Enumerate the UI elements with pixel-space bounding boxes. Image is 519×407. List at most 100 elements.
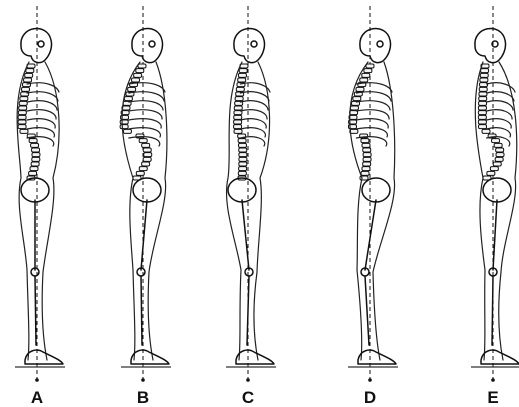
- body-outline-front: [499, 62, 517, 360]
- vertebra: [362, 73, 370, 77]
- vertebra: [238, 143, 246, 147]
- vertebra: [132, 78, 140, 82]
- foot: [481, 350, 519, 364]
- vertebra: [239, 157, 247, 161]
- vertebra: [238, 139, 246, 143]
- femur: [141, 200, 147, 270]
- vertebra: [136, 171, 144, 175]
- eye-socket: [38, 41, 44, 47]
- spine: [478, 64, 504, 180]
- vertebra: [480, 83, 488, 87]
- eye-socket: [149, 41, 155, 47]
- tibia: [365, 276, 369, 345]
- vertebra: [480, 78, 488, 82]
- body-outline-front: [148, 62, 167, 360]
- vertebra: [490, 167, 498, 171]
- vertebra: [362, 167, 370, 171]
- foot: [131, 350, 169, 364]
- rib: [356, 110, 389, 119]
- vertebra: [18, 125, 26, 129]
- foot: [25, 350, 63, 364]
- vertebra: [22, 87, 30, 91]
- foot: [358, 350, 396, 364]
- pelvis: [228, 178, 256, 202]
- vertebra: [239, 162, 247, 166]
- figure-c: C: [226, 6, 276, 407]
- vertebra: [235, 97, 243, 101]
- vertebra: [493, 162, 501, 166]
- vertebra: [236, 87, 244, 91]
- skull: [360, 29, 391, 63]
- rib: [129, 110, 162, 119]
- vertebra: [350, 106, 358, 110]
- vertebra: [29, 139, 37, 143]
- femur: [493, 200, 497, 270]
- vertebra: [25, 73, 33, 77]
- vertebra: [496, 148, 504, 152]
- vertebra: [138, 64, 146, 68]
- vertebra: [238, 171, 246, 175]
- vertebra: [363, 157, 371, 161]
- vertebra: [479, 125, 487, 129]
- vertebra: [18, 115, 26, 119]
- vertebra: [361, 171, 369, 175]
- vertebra: [32, 157, 40, 161]
- rib: [487, 119, 512, 128]
- figure-label: E: [487, 388, 498, 407]
- vertebra: [19, 106, 27, 110]
- vertebra: [18, 120, 26, 124]
- vertebra: [239, 148, 247, 152]
- vertebra: [30, 167, 38, 171]
- vertebra: [18, 111, 26, 115]
- vertebra: [26, 69, 34, 73]
- tibia: [247, 276, 249, 345]
- vertebra: [120, 120, 128, 124]
- skull: [475, 29, 506, 63]
- vertebra: [128, 87, 136, 91]
- vertebra: [356, 87, 364, 91]
- rib: [27, 110, 56, 119]
- vertebra: [136, 69, 144, 73]
- vertebra: [120, 125, 128, 129]
- spine: [120, 64, 152, 180]
- vertebra: [366, 64, 374, 68]
- vertebra: [234, 115, 242, 119]
- figure-label: D: [364, 388, 376, 407]
- pelvis: [133, 178, 161, 202]
- plumb-marker: [141, 378, 145, 382]
- figure-d: D: [348, 6, 398, 407]
- figure-e: E: [471, 6, 519, 407]
- vertebra: [20, 97, 28, 101]
- vertebra: [142, 162, 150, 166]
- vertebra: [143, 148, 151, 152]
- figure-label: A: [31, 388, 43, 407]
- vertebra: [492, 139, 500, 143]
- body-outline-front: [373, 62, 395, 360]
- vertebra: [143, 157, 151, 161]
- vertebra: [478, 106, 486, 110]
- vertebra: [362, 143, 370, 147]
- plumb-marker: [491, 378, 495, 382]
- vertebra: [32, 153, 40, 157]
- vertebra: [479, 101, 487, 105]
- rib: [487, 101, 513, 110]
- tibia: [141, 276, 142, 345]
- figure-label: C: [242, 388, 254, 407]
- skull: [234, 29, 265, 63]
- vertebra: [361, 139, 369, 143]
- vertebra: [363, 148, 371, 152]
- vertebra: [482, 129, 490, 133]
- vertebra: [31, 143, 39, 147]
- rib: [129, 101, 163, 110]
- vertebra: [239, 153, 247, 157]
- vertebra: [139, 167, 147, 171]
- vertebra: [495, 157, 503, 161]
- skull: [21, 29, 52, 63]
- vertebra: [363, 162, 371, 166]
- vertebra: [360, 78, 368, 82]
- vertebra: [32, 148, 40, 152]
- vertebra: [353, 97, 361, 101]
- vertebra: [481, 69, 489, 73]
- vertebra: [480, 73, 488, 77]
